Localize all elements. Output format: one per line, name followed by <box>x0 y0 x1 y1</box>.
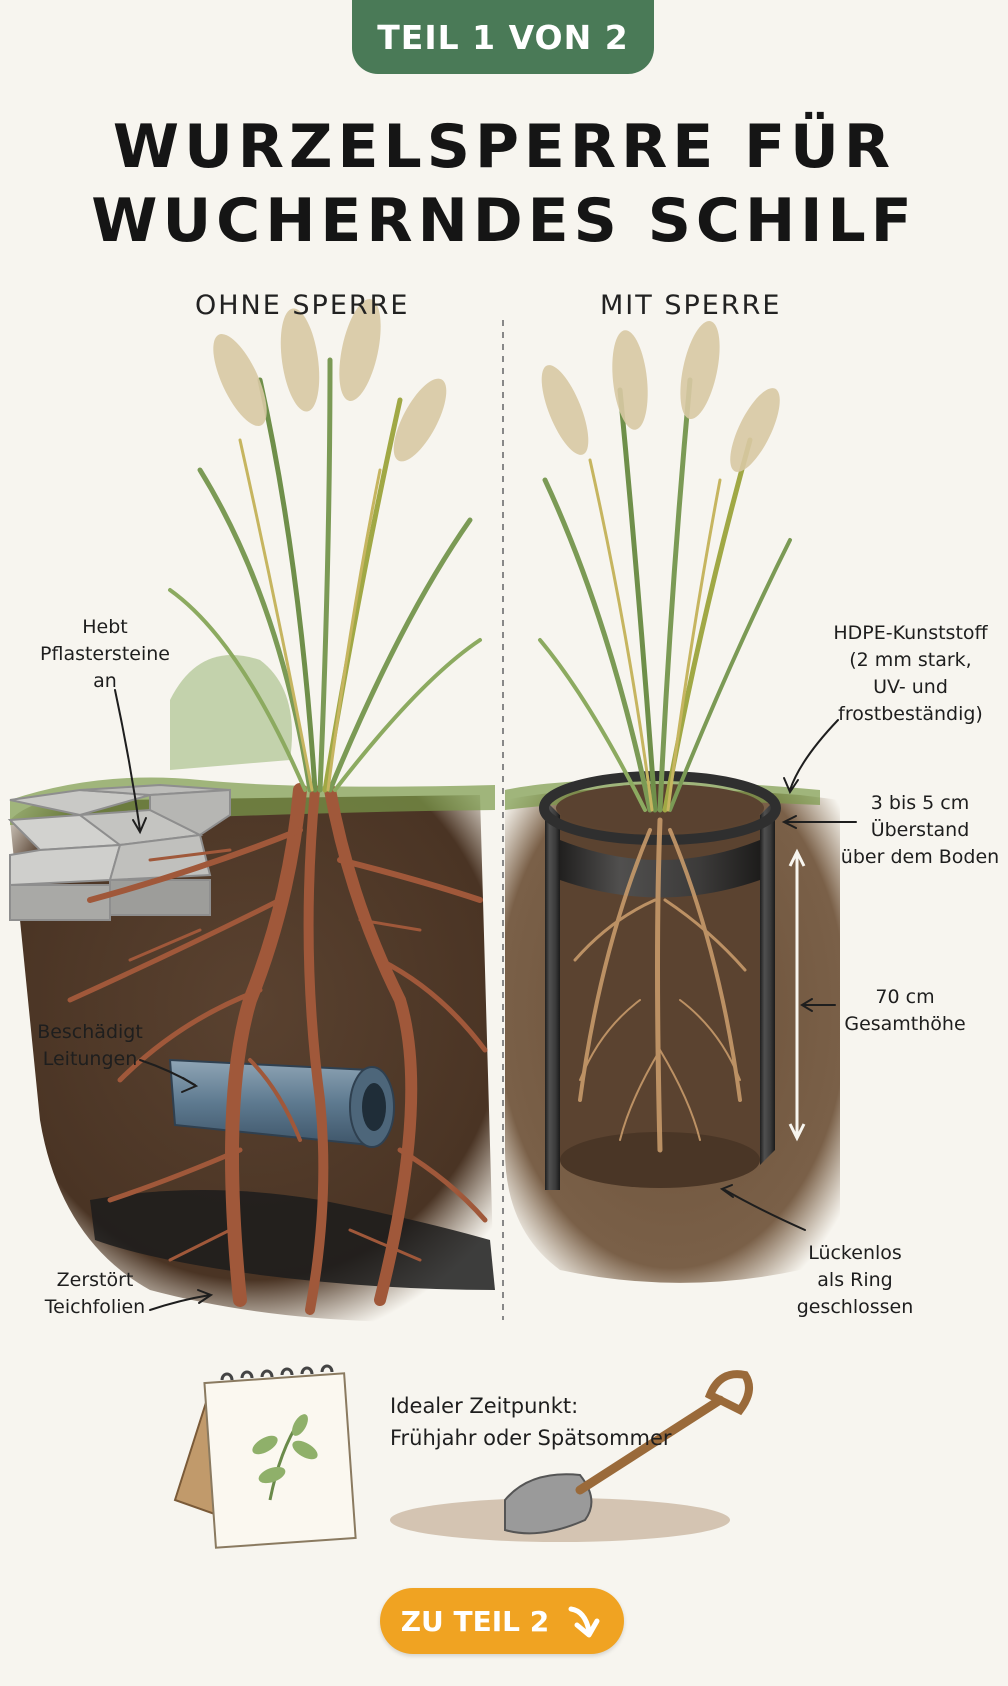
note-line: Gesamthöhe <box>844 1013 966 1035</box>
note-line: frostbeständig) <box>838 703 983 725</box>
note-line: (2 mm stark, <box>849 649 972 671</box>
height-dimension-line <box>788 848 806 1142</box>
note-liner: Zerstört Teichfolien <box>30 1267 160 1321</box>
page-title-line-1: WURZELSPERRE FÜR <box>112 112 896 182</box>
next-part-label: ZU TEIL 2 <box>400 1604 550 1638</box>
note-line: Beschädigt <box>37 1021 143 1043</box>
note-line: Leitungen <box>42 1048 138 1070</box>
note-line: als Ring <box>817 1269 893 1291</box>
shovel-illustration <box>390 1370 753 1542</box>
note-height: 70 cm Gesamthöhe <box>830 984 980 1038</box>
timing-label: Idealer Zeitpunkt: <box>390 1394 579 1418</box>
note-pipes: Beschädigt Leitungen <box>20 1019 160 1073</box>
note-line: Pflastersteine <box>40 643 170 665</box>
note-line: HDPE-Kunststoff <box>833 622 988 644</box>
note-line: 70 cm <box>875 986 935 1008</box>
note-line: geschlossen <box>796 1296 914 1318</box>
note-material: HDPE-Kunststoff (2 mm stark, UV- und fro… <box>818 620 1003 728</box>
note-ring: Lückenlos als Ring geschlossen <box>790 1240 920 1321</box>
right-roots <box>573 817 747 1153</box>
note-line: über dem Boden <box>840 846 1000 868</box>
left-reed-plant <box>168 357 482 793</box>
column-heading-right: MIT SPERRE <box>600 290 782 321</box>
note-line: Teichfolien <box>44 1296 146 1318</box>
page-title-line-2: WUCHERNDES SCHILF <box>91 186 917 256</box>
right-reed-plant <box>538 377 792 813</box>
note-overhang: 3 bis 5 cm Überstand über dem Boden <box>840 790 1000 871</box>
next-part-button[interactable]: ZU TEIL 2 <box>380 1588 624 1654</box>
note-line: an <box>93 670 117 692</box>
calendar-illustration <box>173 1364 357 1549</box>
right-reed-plumes <box>541 320 780 472</box>
left-roots <box>67 783 488 1315</box>
arrow-down-right-icon <box>568 1606 600 1638</box>
note-line: Hebt <box>82 616 128 638</box>
note-line: 3 bis 5 cm <box>870 792 970 814</box>
part-badge: TEIL 1 VON 2 <box>352 0 654 74</box>
note-line: UV- und <box>873 676 948 698</box>
note-paving: Hebt Pflastersteine an <box>20 614 190 695</box>
note-line: Zerstört <box>56 1269 134 1291</box>
note-line: Lückenlos <box>808 1242 902 1264</box>
column-heading-left: OHNE SPERRE <box>195 290 410 321</box>
timing-note: Idealer Zeitpunkt: Frühjahr oder Spätsom… <box>390 1390 672 1454</box>
left-reed-plumes <box>213 298 447 462</box>
note-line: Überstand <box>870 819 970 841</box>
timing-value: Frühjahr oder Spätsommer <box>390 1426 672 1450</box>
annotation-arrows <box>114 689 857 1311</box>
